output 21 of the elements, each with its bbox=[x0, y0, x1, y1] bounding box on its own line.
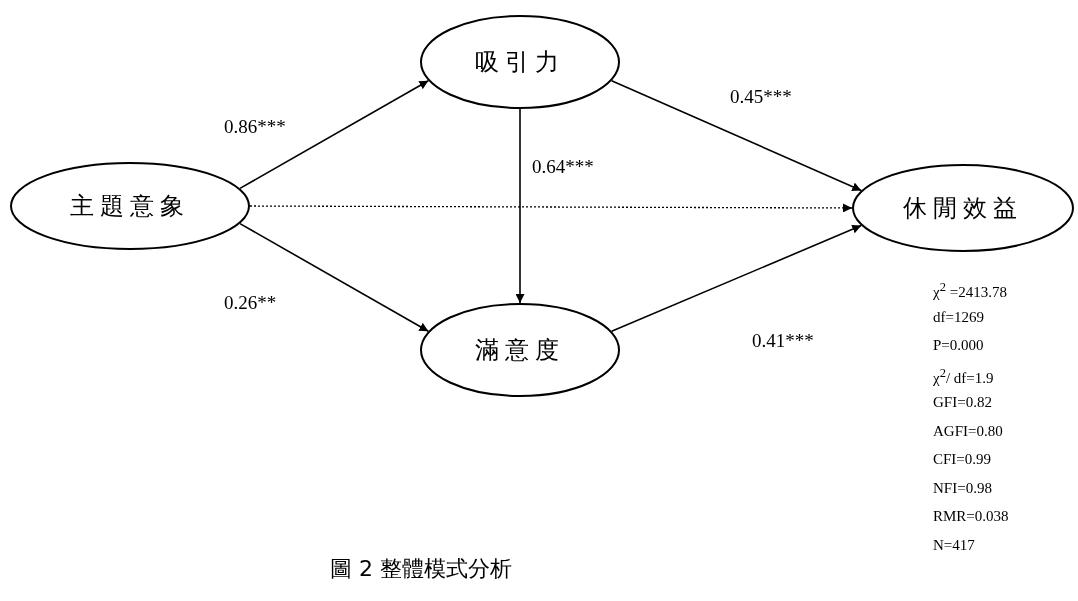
fit-statistic: N=417 bbox=[933, 536, 975, 554]
fit-statistic: AGFI=0.80 bbox=[933, 422, 1003, 440]
construct-label: 主題意象 bbox=[70, 191, 190, 222]
construct-label: 滿意度 bbox=[475, 335, 565, 366]
path-arrow bbox=[239, 80, 430, 190]
figure-caption: 圖 2 整體模式分析 bbox=[330, 555, 512, 583]
fit-statistic: χ$^{2}$/ df=1.9 bbox=[933, 365, 994, 387]
path-arrow bbox=[610, 224, 863, 332]
fit-statistic: GFI=0.82 bbox=[933, 394, 992, 411]
fit-statistic: RMR=0.038 bbox=[933, 508, 1009, 525]
path-arrow bbox=[610, 80, 863, 192]
fit-statistic: P=0.000 bbox=[933, 337, 984, 354]
fit-statistic: df=1269 bbox=[933, 308, 984, 326]
path-arrow bbox=[515, 108, 525, 304]
fit-statistic: χ$^{2}$ =2413.78 bbox=[933, 280, 1007, 301]
path-arrow bbox=[249, 203, 853, 213]
fit-statistic: NFI=0.98 bbox=[933, 479, 992, 497]
fit-statistic: CFI=0.99 bbox=[933, 451, 992, 468]
construct-label: 休閒效益 bbox=[903, 193, 1023, 224]
path-arrow bbox=[239, 222, 430, 332]
construct-label: 吸引力 bbox=[475, 47, 565, 78]
